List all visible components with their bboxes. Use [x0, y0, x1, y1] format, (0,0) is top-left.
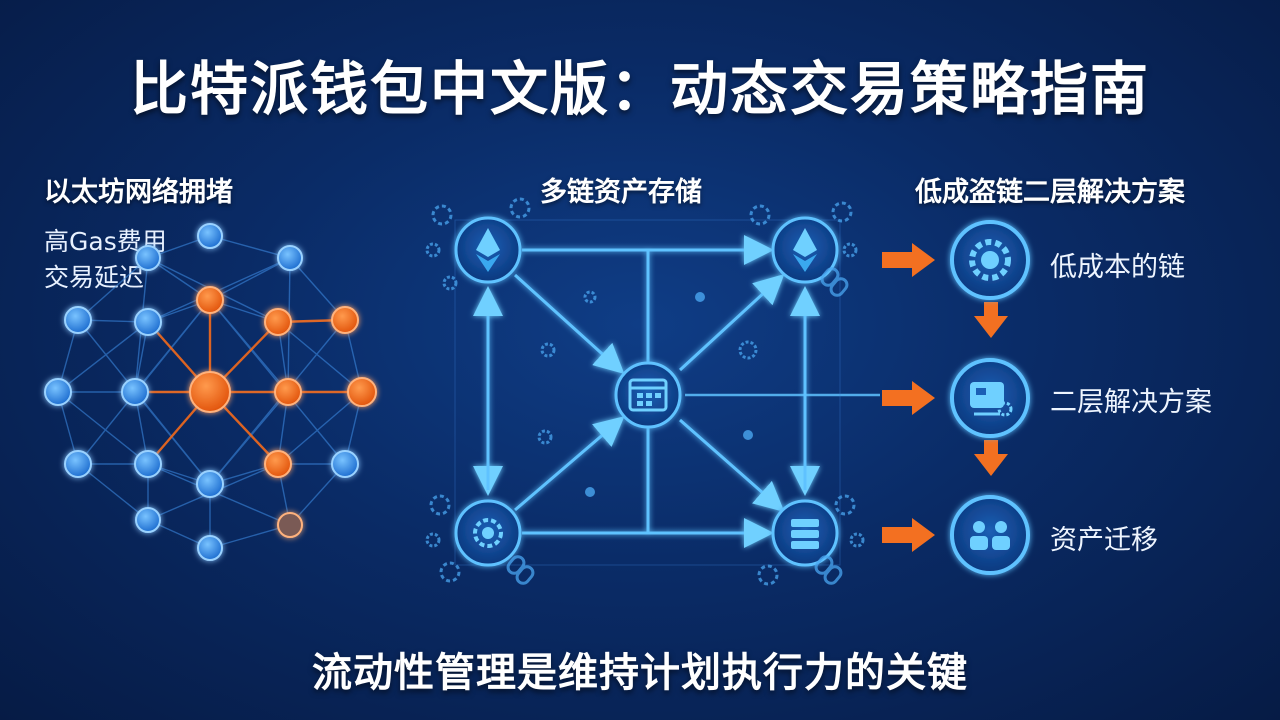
layer-solution-icon [970, 382, 1013, 417]
chain-link-icons [506, 267, 849, 585]
ethereum-icon [793, 228, 817, 272]
calendar-icon [628, 378, 668, 412]
gear-node-bottom-left [454, 499, 522, 567]
wallet-hub [614, 361, 682, 429]
congested-network [44, 223, 377, 561]
step-label-low-cost-chain: 低成本的链 [1050, 252, 1185, 283]
ethereum-icon [476, 228, 500, 272]
multichain-grid [425, 197, 865, 586]
left-heading: 以太坊网络拥堵 [44, 177, 233, 208]
step-label-layer2: 二层解决方案 [1050, 387, 1212, 418]
users-icon [970, 521, 1010, 550]
eth-node-top-right [771, 216, 839, 284]
center-heading: 多链资产存储 [540, 177, 702, 208]
orange-arrows [882, 243, 1008, 552]
page-title: 比特派钱包中文版：动态交易策略指南 [129, 55, 1150, 123]
step-circle-layer2 [950, 358, 1030, 438]
right-heading: 低成盗链二层解决方案 [915, 177, 1185, 208]
gear-icon [473, 518, 503, 548]
decorative-gear-icons [425, 197, 865, 586]
gear-icon [969, 239, 1011, 281]
step-label-asset-migration: 资产迁移 [1050, 525, 1158, 556]
layer2-flow [882, 220, 1030, 575]
step-circle-asset-migration [950, 495, 1030, 575]
left-line-delay: 交易延迟 [44, 263, 145, 292]
server-icon [791, 519, 819, 549]
eth-node-top-left [454, 216, 522, 284]
step-circle-low-cost-chain [950, 220, 1030, 300]
bottom-caption: 流动性管理是维持计划执行力的关键 [312, 650, 968, 696]
server-node-bottom-right [771, 499, 839, 567]
